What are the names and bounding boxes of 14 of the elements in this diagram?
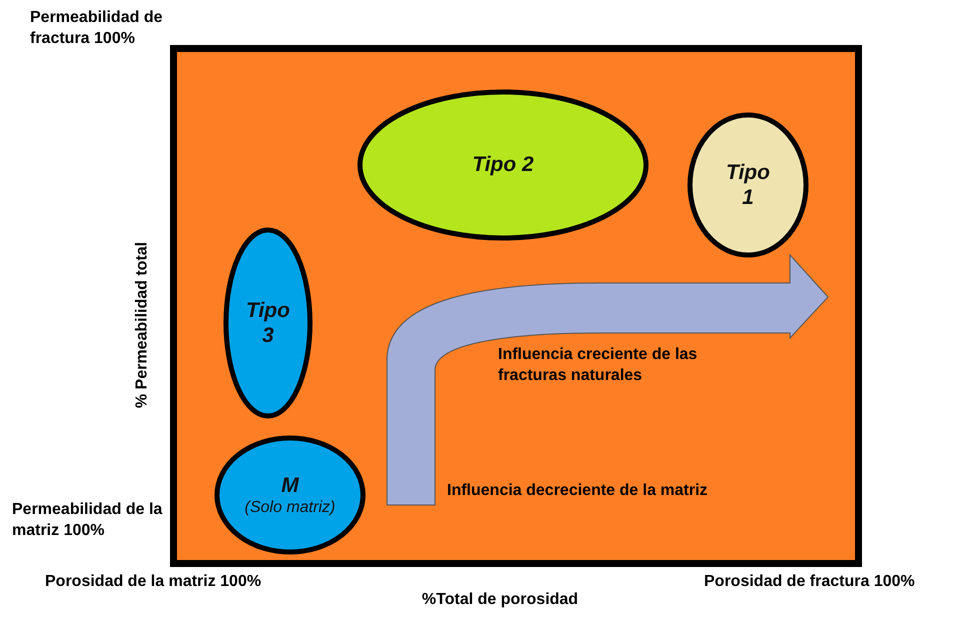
axis-title: %Total de porosidad	[420, 590, 580, 610]
axis-title: % Permeabilidad total	[132, 242, 152, 408]
axis-end-label: Porosidad de fractura 100%	[704, 572, 916, 592]
axis-end-label: Porosidad de la matriz 100%	[45, 572, 262, 592]
ellipse-label: Tipo 1	[725, 160, 771, 210]
ellipse-label: Tipo 2	[472, 152, 534, 178]
axis-end-label: Permeabilidad de la matriz 100%	[12, 500, 164, 541]
ellipse-label: (Solo matriz)	[244, 498, 336, 518]
ellipse-label: M	[281, 472, 299, 498]
axis-end-label: Permeabilidad de fractura 100%	[30, 8, 164, 49]
annotation-text: Influencia decreciente de la matriz	[447, 481, 709, 501]
plot-area	[170, 45, 862, 567]
ellipse-label: Tipo 3	[245, 298, 291, 348]
annotation-text: Influencia creciente de las fracturas naturales	[498, 345, 698, 386]
